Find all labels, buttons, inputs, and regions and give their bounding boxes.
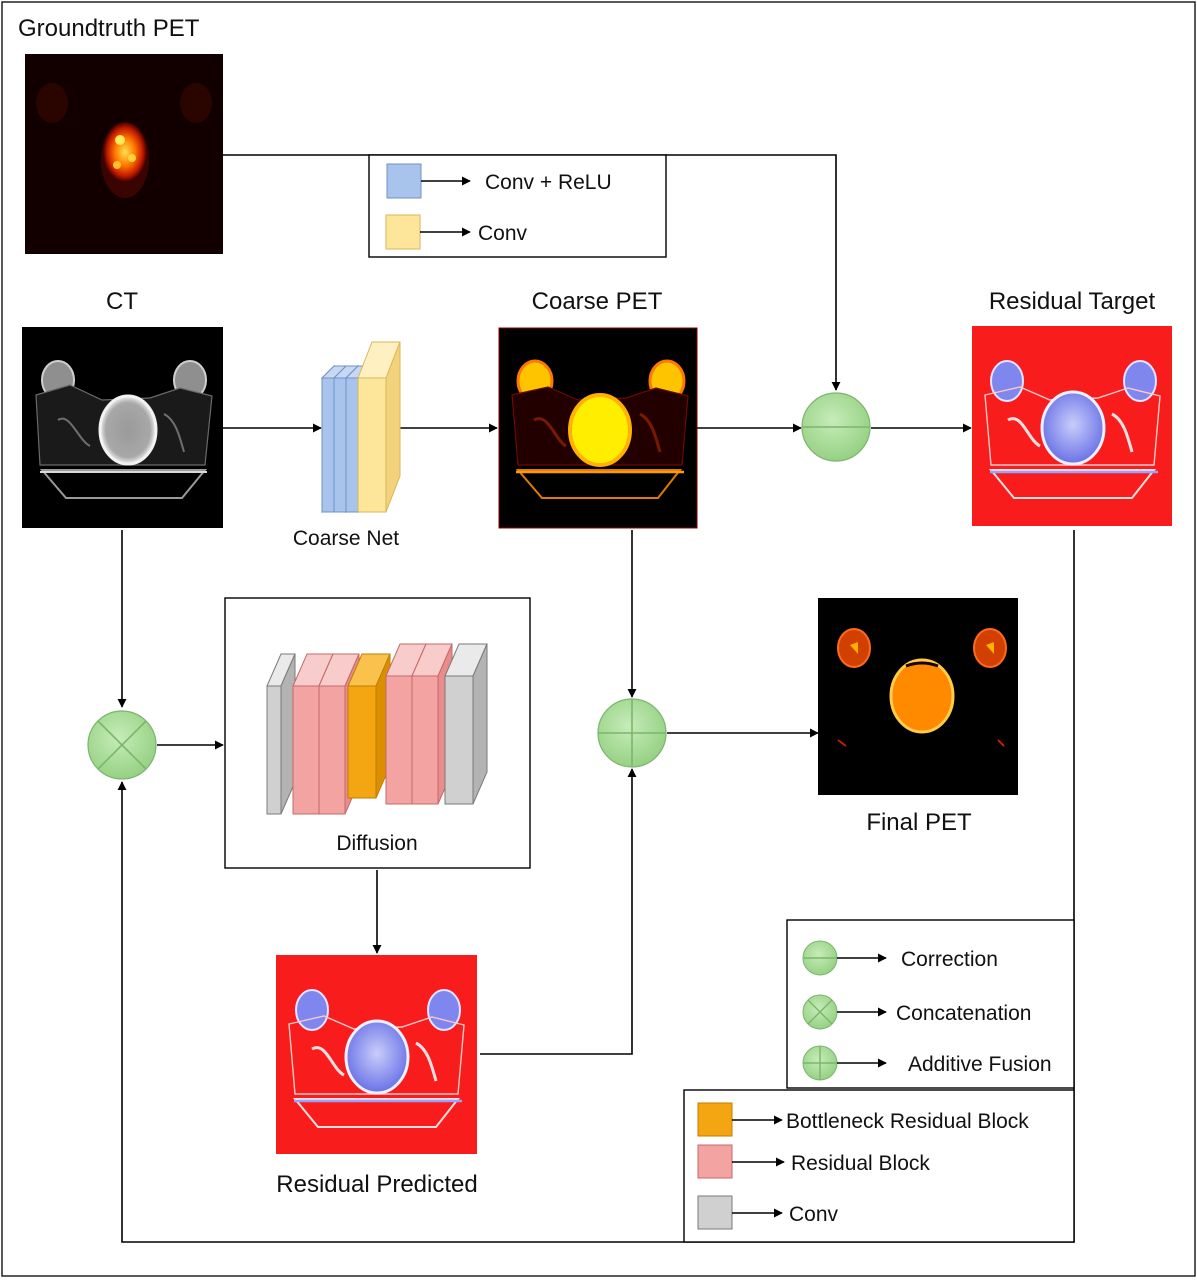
final-pet-title: Final PET	[866, 809, 972, 836]
conv-legend-label: Conv	[478, 222, 528, 245]
arrow-residual-predicted-to-additive	[480, 768, 637, 1055]
conv-relu-legend-label: Conv + ReLU	[485, 171, 612, 194]
arrow-residual-target-to-concatenation	[117, 530, 1075, 1243]
coarse-net	[320, 341, 401, 514]
bottleneck-swatch	[697, 1102, 733, 1137]
bottleneck-residual-block-layer	[347, 653, 391, 799]
groundtruth-pet-title: Groundtruth PET	[18, 15, 200, 42]
diffusion-module: Diffusion	[224, 597, 531, 869]
correction-legend-label: Correction	[901, 948, 998, 971]
correction-legend-symbol	[802, 940, 838, 976]
coarse-pet-image	[498, 327, 698, 529]
ct-image	[22, 327, 223, 528]
residual-target-image	[972, 326, 1172, 526]
coarse-net-label: Coarse Net	[293, 527, 399, 550]
concatenation-legend-symbol	[802, 994, 838, 1030]
conv-relu-swatch	[386, 163, 422, 199]
legend-blocks: Bottleneck Residual Block Residual Block…	[683, 1089, 1075, 1243]
conv-swatch	[385, 214, 421, 250]
additive-fusion-legend-symbol	[802, 1045, 838, 1081]
legend-operators: Correction Concatenation Additive Fusion	[786, 919, 1075, 1089]
connectors	[117, 154, 1075, 1243]
residual-target-title: Residual Target	[989, 288, 1156, 315]
coarse-pet-title: Coarse PET	[532, 288, 663, 315]
residual-block-legend-label: Residual Block	[791, 1152, 930, 1175]
ct-title: CT	[106, 288, 138, 315]
additive-fusion-legend-label: Additive Fusion	[908, 1053, 1052, 1076]
residual-predicted-image	[276, 955, 477, 1154]
residual-predicted-title: Residual Predicted	[276, 1171, 477, 1198]
conv-gray-layer	[444, 643, 488, 805]
conv-yellow-layer	[357, 341, 401, 513]
groundtruth-pet-image	[25, 54, 223, 254]
conv-gray-legend-label: Conv	[789, 1203, 839, 1226]
bottleneck-legend-label: Bottleneck Residual Block	[786, 1110, 1029, 1133]
correction-operator	[801, 392, 871, 462]
concatenation-operator	[87, 710, 157, 780]
diffusion-label: Diffusion	[336, 832, 417, 855]
final-pet-image	[818, 598, 1018, 795]
legend-top: Conv + ReLU Conv	[368, 154, 667, 258]
residual-block-swatch	[697, 1144, 733, 1179]
concatenation-legend-label: Concatenation	[896, 1002, 1031, 1025]
conv-gray-swatch	[697, 1195, 733, 1230]
conv-gray-layer	[266, 653, 296, 815]
additive-fusion-operator	[597, 698, 667, 768]
